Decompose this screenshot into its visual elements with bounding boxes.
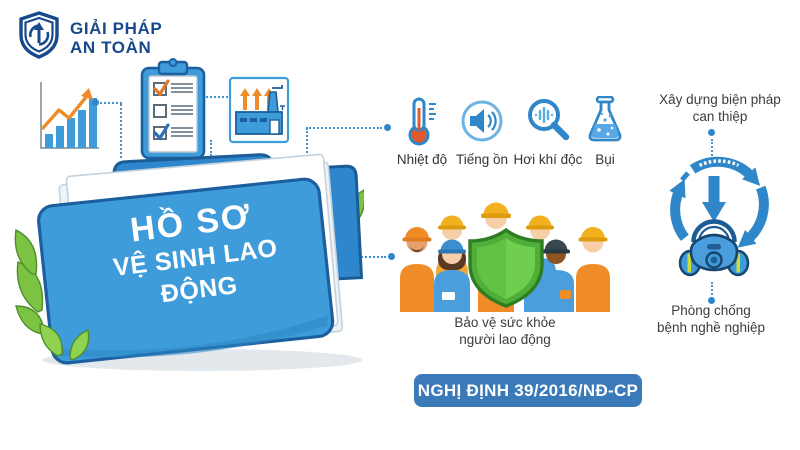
hazard-label: Nhiệt độ: [396, 152, 448, 167]
connector-dot: [388, 253, 395, 260]
dotted-connector: [711, 139, 713, 160]
cycle-arrows-mask-illustration: [652, 150, 786, 301]
brand-logo: GIẢI PHÁP AN TOÀN: [16, 10, 162, 65]
dotted-connector: [210, 140, 212, 156]
dotted-connector: [711, 282, 713, 295]
decree-badge: NGHỊ ĐỊNH 39/2016/NĐ-CP: [414, 374, 642, 407]
magnifier-soundwave-icon: [524, 96, 572, 146]
workers-group-illustration: [396, 186, 618, 317]
flask-icon: [584, 96, 626, 146]
speaker-icon: [460, 96, 504, 146]
dotted-connector: [206, 96, 228, 98]
growth-bar-chart-illustration: [33, 76, 103, 163]
brand-name-line2: AN TOÀN: [70, 37, 152, 57]
hazard-item-dust: Bụi: [582, 96, 628, 167]
connector-dot: [92, 99, 99, 106]
connector-dot: [384, 124, 391, 131]
hazard-item-temperature: Nhiệt độ: [390, 96, 454, 167]
hazard-label: Bụi: [595, 152, 615, 167]
factory-card-illustration: [228, 76, 290, 151]
thermometer-icon: [402, 96, 442, 146]
dotted-connector: [100, 102, 122, 104]
cycle-bottom-caption: Phòng chống bệnh nghề nghiệp: [636, 302, 786, 336]
hazard-label: Hơi khí độc: [513, 152, 583, 167]
cycle-top-caption-line2: can thiệp: [692, 109, 748, 124]
cycle-bottom-caption-line2: bệnh nghề nghiệp: [656, 320, 766, 335]
cycle-bottom-caption-line1: Phòng chống: [671, 303, 751, 318]
connector-dot: [708, 129, 715, 136]
dotted-connector: [306, 127, 382, 129]
brand-name-line1: GIẢI PHÁP: [70, 18, 163, 38]
checklist-clipboard-illustration: [138, 58, 208, 167]
workers-caption-line1: Bảo vệ sức khỏe: [454, 315, 556, 330]
hazard-item-noise: Tiếng ồn: [450, 96, 514, 167]
workers-caption-line2: người lao động: [459, 332, 551, 347]
shield-arrow-icon: [16, 10, 62, 65]
cycle-top-caption: Xây dựng biện pháp can thiệp: [645, 91, 795, 125]
connector-dot: [708, 297, 715, 304]
dotted-connector: [120, 104, 122, 158]
records-folder-illustration: [12, 134, 366, 381]
cycle-top-caption-line1: Xây dựng biện pháp: [659, 92, 781, 107]
decree-badge-label: NGHỊ ĐỊNH 39/2016/NĐ-CP: [417, 380, 639, 400]
hazard-item-toxic-vapor: Hơi khí độc: [510, 96, 586, 167]
workers-caption: Bảo vệ sức khỏe người lao động: [420, 314, 590, 348]
hazard-label: Tiếng ồn: [455, 152, 509, 167]
dotted-connector: [306, 128, 308, 164]
